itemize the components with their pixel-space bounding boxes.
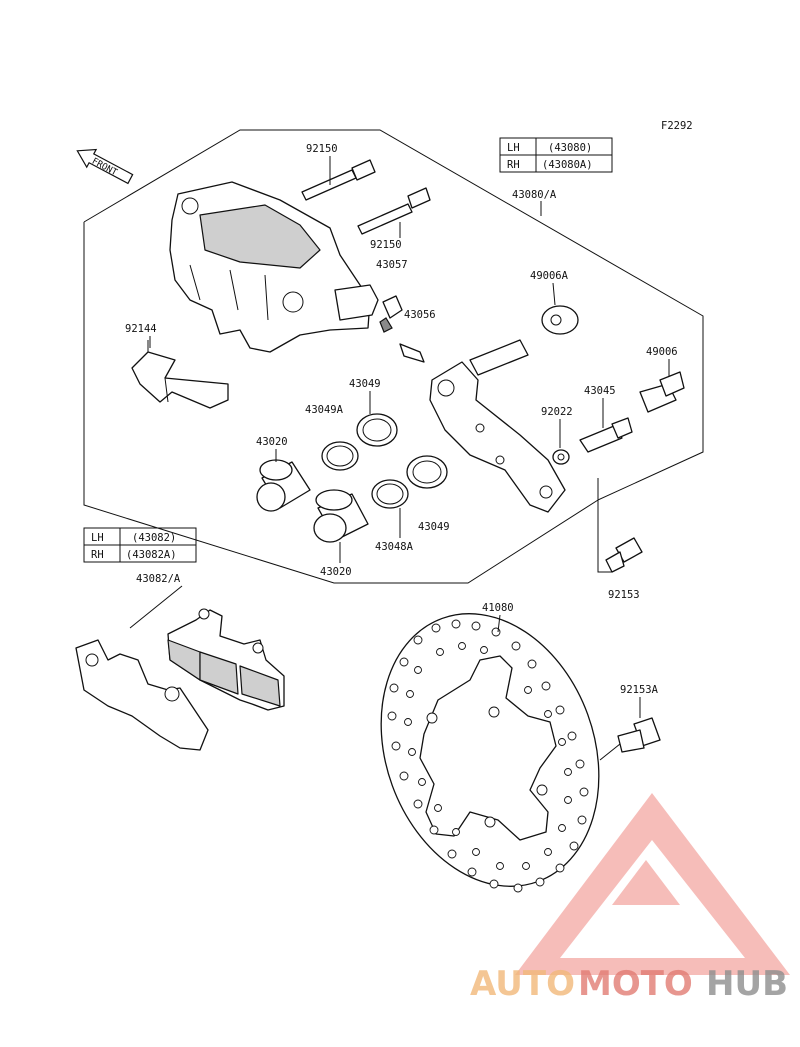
pads-table-rh: RH [91,549,104,561]
label-43056: 43056 [404,309,436,321]
label-92153: 92153 [608,589,640,601]
washer-92022 [552,449,570,465]
pads-table-lh-part: (43082) [132,532,176,544]
label-41080: 41080 [482,602,514,614]
caliper-assembly-frame [83,129,704,584]
bleeder-43056 [379,295,425,363]
spring-92144 [131,340,229,409]
disc-holes [387,619,589,893]
label-92144: 92144 [125,323,157,335]
boot-43045 [579,417,633,453]
watermark-moto: MOTO [578,964,693,1004]
caliper-body [169,181,379,353]
brake-pad-rear [75,639,209,751]
bolt-49006 [639,371,685,413]
seal-43049A [321,441,359,471]
watermark-text: AUTO MOTO HUB [470,964,788,1004]
label-92150-a: 92150 [306,143,338,155]
label-49006: 49006 [646,346,678,358]
bolt-92153 [605,537,643,573]
pads-table-rh-part: (43082A) [126,549,177,561]
pads-side-table: LH (43082) RH (43082A) [83,527,197,563]
watermark-hub: HUB [706,964,788,1004]
caliper-side-table: LH (43080) RH (43080A) [499,137,613,173]
label-43020-b: 43020 [320,566,352,578]
label-43049-b: 43049 [418,521,450,533]
pin-92150-lower [357,187,431,235]
seal-43049-lower [406,455,448,489]
label-43048A: 43048A [375,541,414,553]
seal-43049 [356,413,398,447]
diagram-code: F2292 [661,120,693,132]
label-43049A: 43049A [305,404,344,416]
label-92150-b: 92150 [370,239,402,251]
brake-disc-41080 [380,613,600,893]
label-92153A: 92153A [620,684,659,696]
piston-43020-lower [313,489,369,543]
pin-92150-upper [301,159,376,201]
label-43057: 43057 [376,259,408,271]
watermark-logo [515,793,790,975]
washer-49006A [541,305,579,335]
watermark-auto: AUTO [470,964,575,1004]
brake-pad-front [167,608,285,711]
piston-43020-upper [256,459,311,512]
caliper-bracket [429,339,566,513]
pads-table-lh: LH [91,532,104,544]
caliper-table-lh-part: (43080) [548,142,592,154]
label-43045: 43045 [584,385,616,397]
bolt-92153A [617,717,661,753]
label-43080: 43080/A [512,189,557,201]
label-43082: 43082/A [136,573,181,585]
caliper-table-lh: LH [507,142,520,154]
label-49006A: 49006A [530,270,569,282]
front-arrow-icon: FRONT [76,148,134,185]
caliper-table-rh: RH [507,159,520,171]
label-43020-a: 43020 [256,436,288,448]
seal-43048A [371,479,409,509]
caliper-table-rh-part: (43080A) [542,159,593,171]
label-43049-a: 43049 [349,378,381,390]
label-92022: 92022 [541,406,573,418]
